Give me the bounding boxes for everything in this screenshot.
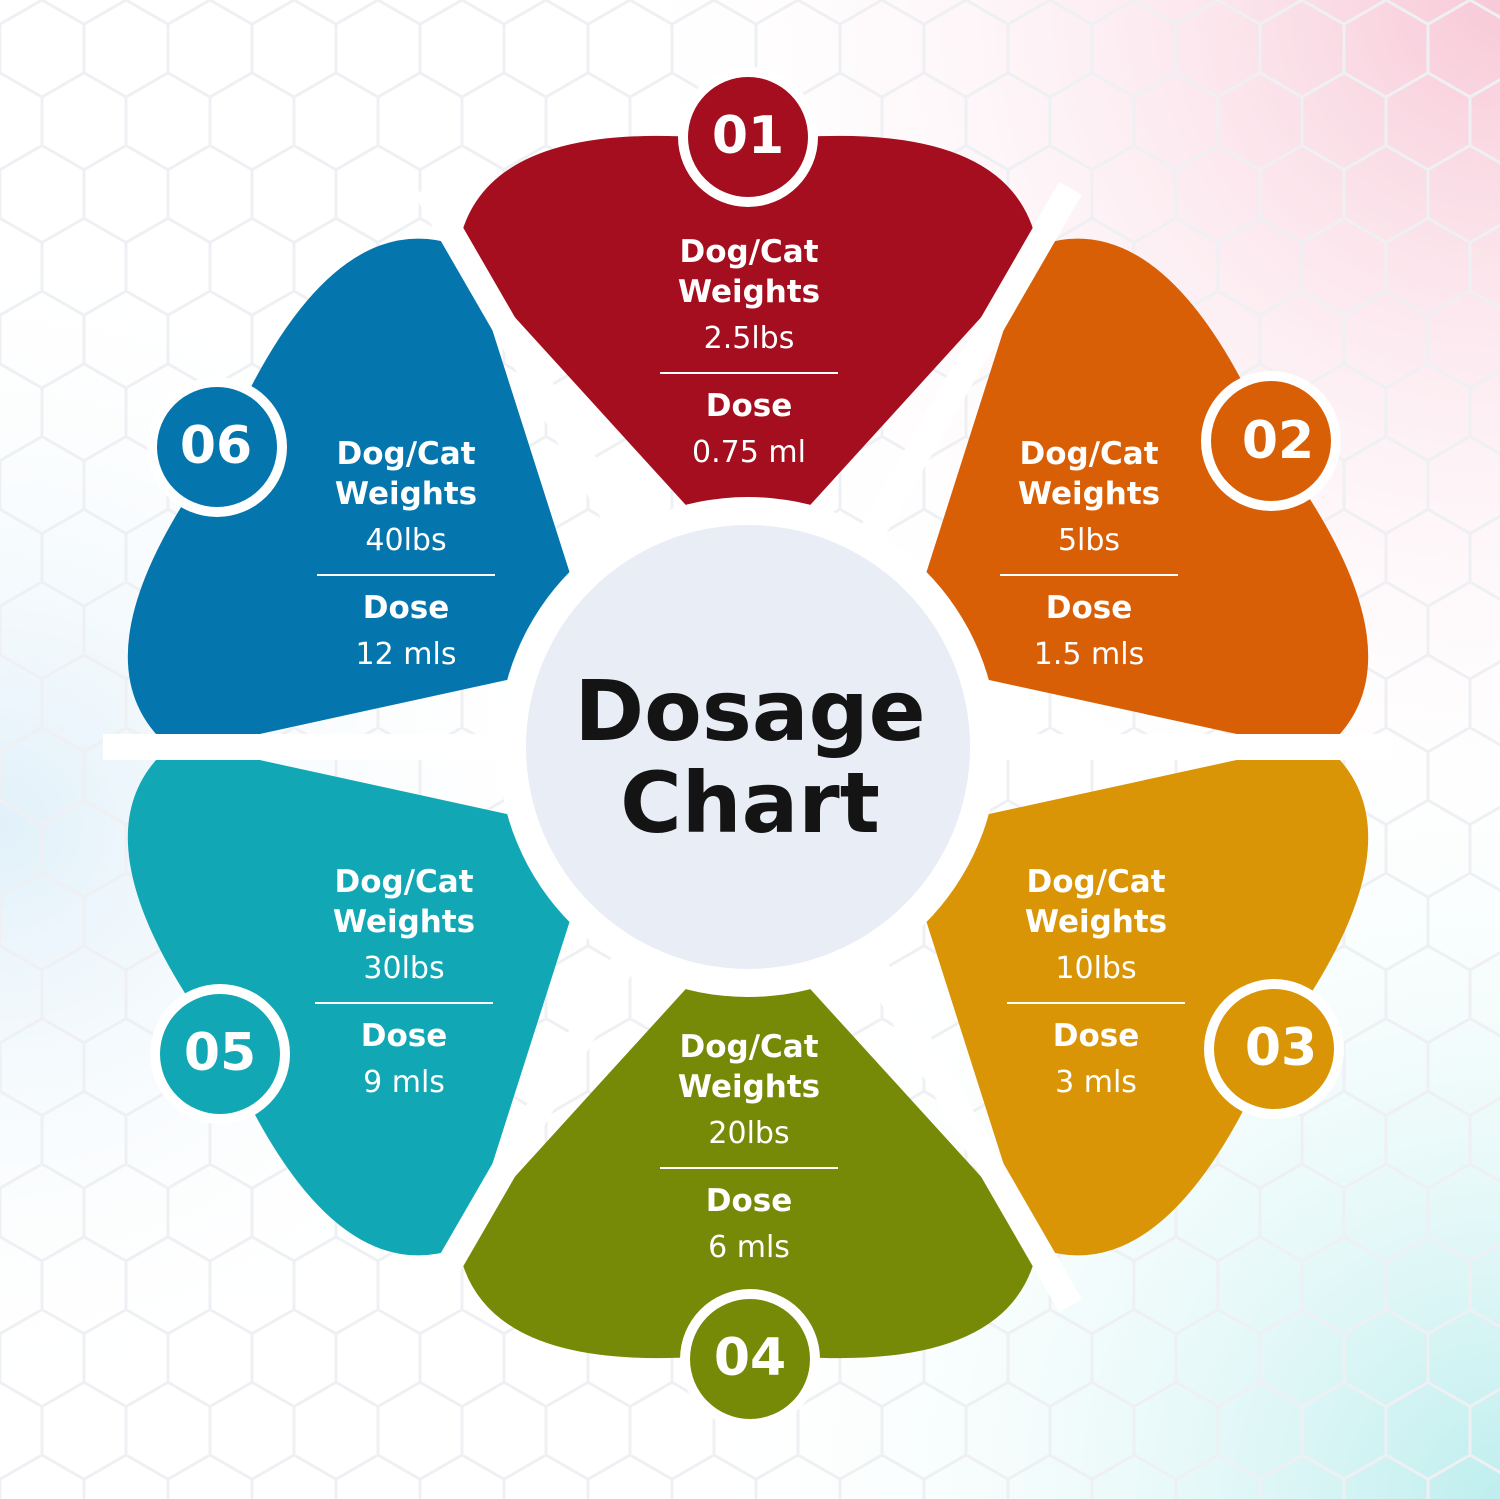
weight-label-line2: Weights [677, 1069, 821, 1105]
badge-06-disc [157, 387, 277, 507]
weight-label-line2: Weights [334, 476, 478, 512]
divider [660, 372, 838, 374]
weight-label-line1: Dog/Cat [334, 864, 474, 900]
badge-02-disc [1211, 381, 1331, 501]
dose-label: Dose [1052, 1018, 1140, 1054]
weight-label-line2: Weights [1017, 476, 1161, 512]
badge-06-number: 06 [179, 416, 253, 476]
dose-value: 0.75 ml [692, 435, 806, 470]
chart-title-line2: Chart [620, 754, 880, 852]
dose-label: Dose [1045, 590, 1133, 626]
divider [317, 574, 495, 576]
dose-value: 1.5 mls [1033, 637, 1145, 672]
divider [660, 1167, 838, 1169]
chart-title-line1: Dosage [574, 662, 926, 760]
divider [1007, 1002, 1185, 1004]
dose-value: 6 mls [708, 1230, 790, 1265]
weight-value: 20lbs [708, 1116, 790, 1151]
weight-value: 40lbs [365, 523, 447, 558]
segment-03-text: Dog/Cat Weights 10lbs Dose 3 mls [986, 862, 1206, 1104]
weight-label-line1: Dog/Cat [679, 234, 819, 270]
petal-gap [849, 181, 1082, 559]
weight-value: 30lbs [363, 951, 445, 986]
badge-04-number: 04 [713, 1328, 787, 1388]
petal-gap [414, 935, 647, 1313]
dose-label: Dose [705, 1183, 793, 1219]
segment-06-text: Dog/Cat Weights 40lbs Dose 12 mls [296, 434, 516, 676]
weight-value: 2.5lbs [703, 321, 795, 356]
weight-value: 10lbs [1055, 951, 1137, 986]
badge-01-disc [688, 77, 808, 197]
badge-03-disc [1214, 989, 1334, 1109]
divider [1000, 574, 1178, 576]
dose-label: Dose [362, 590, 450, 626]
dose-label: Dose [360, 1018, 448, 1054]
weight-label-line1: Dog/Cat [679, 1029, 819, 1065]
center-disc [526, 525, 970, 969]
weight-label-line2: Weights [332, 904, 476, 940]
dose-value: 3 mls [1055, 1065, 1137, 1100]
weight-label-line1: Dog/Cat [1019, 436, 1159, 472]
badge-03-number: 03 [1244, 1018, 1318, 1078]
petal-gap [414, 181, 647, 559]
badge-05-disc [160, 994, 280, 1114]
segment-02-text: Dog/Cat Weights 5lbs Dose 1.5 mls [979, 434, 1199, 676]
badge-05-number: 05 [183, 1023, 257, 1083]
weight-label-line1: Dog/Cat [1026, 864, 1166, 900]
segment-01-text: Dog/Cat Weights 2.5lbs Dose 0.75 ml [639, 232, 859, 474]
divider [315, 1002, 493, 1004]
dose-label: Dose [705, 388, 793, 424]
weight-label-line2: Weights [1024, 904, 1168, 940]
segment-04-text: Dog/Cat Weights 20lbs Dose 6 mls [639, 1027, 859, 1269]
weight-label-line1: Dog/Cat [336, 436, 476, 472]
badge-01-number: 01 [711, 106, 785, 166]
badges-layer [147, 67, 1344, 1429]
chart-title: Dosage Chart [525, 665, 975, 849]
badge-04-disc [690, 1299, 810, 1419]
dose-value: 9 mls [363, 1065, 445, 1100]
weight-label-line2: Weights [677, 274, 821, 310]
dose-value: 12 mls [355, 637, 457, 672]
weight-value: 5lbs [1057, 523, 1121, 558]
petal-gap [849, 935, 1082, 1313]
segment-05-text: Dog/Cat Weights 30lbs Dose 9 mls [294, 862, 514, 1104]
badge-02-number: 02 [1241, 411, 1315, 471]
